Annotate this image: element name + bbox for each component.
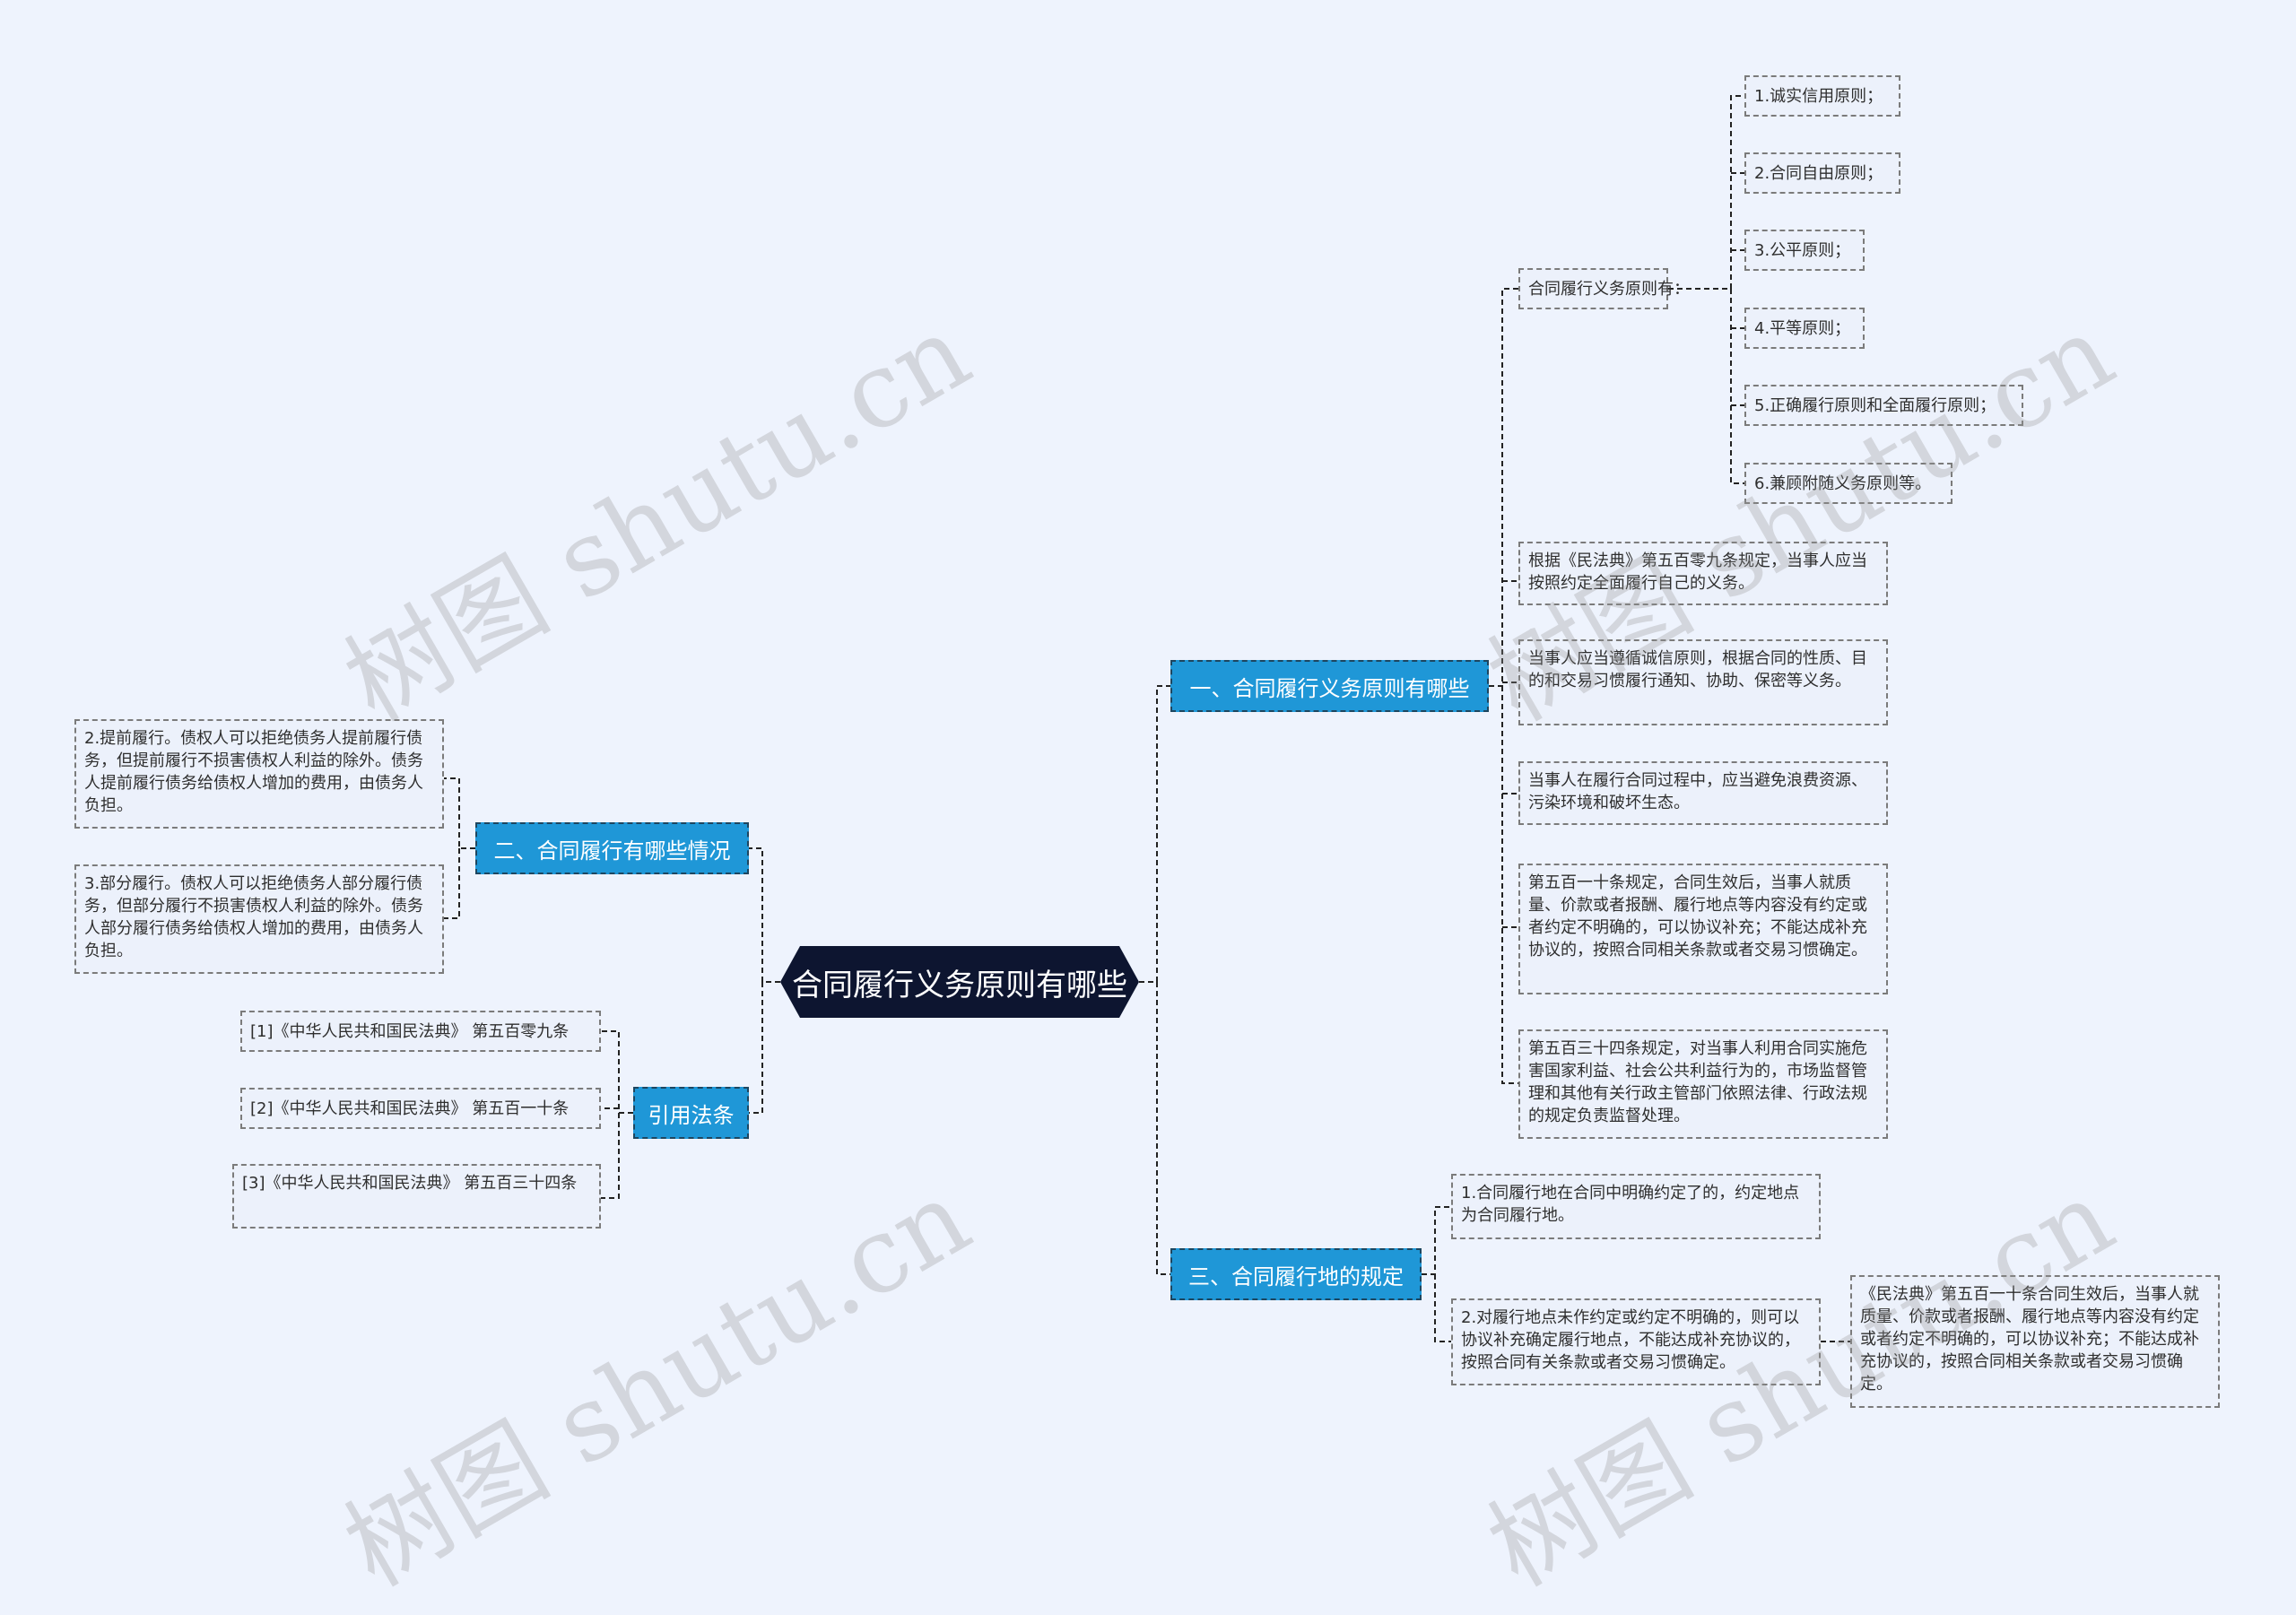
principle-item[interactable]: 4.平等原则； bbox=[1744, 308, 1865, 349]
connector bbox=[1730, 289, 1744, 484]
connector bbox=[1422, 1206, 1451, 1275]
connector bbox=[1434, 1274, 1451, 1342]
branch-place[interactable]: 三、合同履行地的规定 bbox=[1170, 1248, 1422, 1300]
law-citation[interactable]: [1]《中华人民共和国民法典》 第五百零九条 bbox=[240, 1011, 601, 1052]
branch-laws[interactable]: 引用法条 bbox=[633, 1087, 749, 1139]
place-sub-note[interactable]: 《民法典》第五百一十条合同生效后，当事人就质量、价款或者报酬、履行地点等内容没有… bbox=[1850, 1275, 2220, 1408]
connector bbox=[444, 777, 475, 849]
principles-intro[interactable]: 合同履行义务原则有： bbox=[1518, 268, 1690, 309]
connector bbox=[1501, 686, 1518, 1084]
connector bbox=[601, 1030, 633, 1114]
law-citation[interactable]: [3]《中华人民共和国民法典》 第五百三十四条 bbox=[232, 1164, 601, 1229]
root-topic[interactable]: 合同履行义务原则有哪些 bbox=[780, 946, 1139, 1018]
connector bbox=[444, 848, 460, 919]
branch-principles[interactable]: 一、合同履行义务原则有哪些 bbox=[1170, 660, 1489, 712]
connector bbox=[1668, 95, 1744, 290]
principle-item[interactable]: 2.合同自由原则； bbox=[1744, 152, 1900, 194]
place-item[interactable]: 2.对履行地点未作约定或约定不明确的，则可以协议补充确定履行地点，不能达成补充协… bbox=[1451, 1298, 1821, 1385]
principle-note[interactable]: 当事人应当遵循诚信原则，根据合同的性质、目的和交易习惯履行通知、协助、保密等义务… bbox=[1518, 639, 1888, 725]
principle-note[interactable]: 当事人在履行合同过程中，应当避免浪费资源、污染环境和破坏生态。 bbox=[1518, 761, 1888, 825]
law-citation[interactable]: [2]《中华人民共和国民法典》 第五百一十条 bbox=[240, 1088, 601, 1129]
connector bbox=[601, 1113, 620, 1199]
branch-situations[interactable]: 二、合同履行有哪些情况 bbox=[475, 822, 749, 874]
principle-item[interactable]: 6.兼顾附随义务原则等。 bbox=[1744, 463, 1952, 504]
mindmap-canvas: 合同履行义务原则有哪些 一、合同履行义务原则有哪些 合同履行义务原则有： 1.诚… bbox=[74, 75, 2220, 1610]
situation-item[interactable]: 2.提前履行。债权人可以拒绝债务人提前履行债务，但提前履行不损害债权人利益的除外… bbox=[74, 719, 444, 829]
principle-note[interactable]: 第五百一十条规定，合同生效后，当事人就质量、价款或者报酬、履行地点等内容没有约定… bbox=[1518, 864, 1888, 994]
principle-item[interactable]: 5.正确履行原则和全面履行原则； bbox=[1744, 385, 2023, 426]
principle-note[interactable]: 根据《民法典》第五百零九条规定，当事人应当按照约定全面履行自己的义务。 bbox=[1518, 542, 1888, 605]
principle-note[interactable]: 第五百三十四条规定，对当事人利用合同实施危害国家利益、社会公共利益行为的，市场监… bbox=[1518, 1029, 1888, 1139]
connector bbox=[1139, 685, 1170, 983]
connector bbox=[1489, 288, 1518, 687]
connector-lines bbox=[444, 95, 1850, 1342]
connector bbox=[749, 982, 763, 1114]
situation-item[interactable]: 3.部分履行。债权人可以拒绝债务人部分履行债务，但部分履行不损害债权人利益的除外… bbox=[74, 864, 444, 974]
principle-item[interactable]: 3.公平原则； bbox=[1744, 230, 1865, 271]
connector bbox=[749, 847, 780, 983]
principle-item[interactable]: 1.诚实信用原则； bbox=[1744, 75, 1900, 117]
connector bbox=[1156, 982, 1170, 1275]
place-item[interactable]: 1.合同履行地在合同中明确约定了的，约定地点为合同履行地。 bbox=[1451, 1174, 1821, 1239]
